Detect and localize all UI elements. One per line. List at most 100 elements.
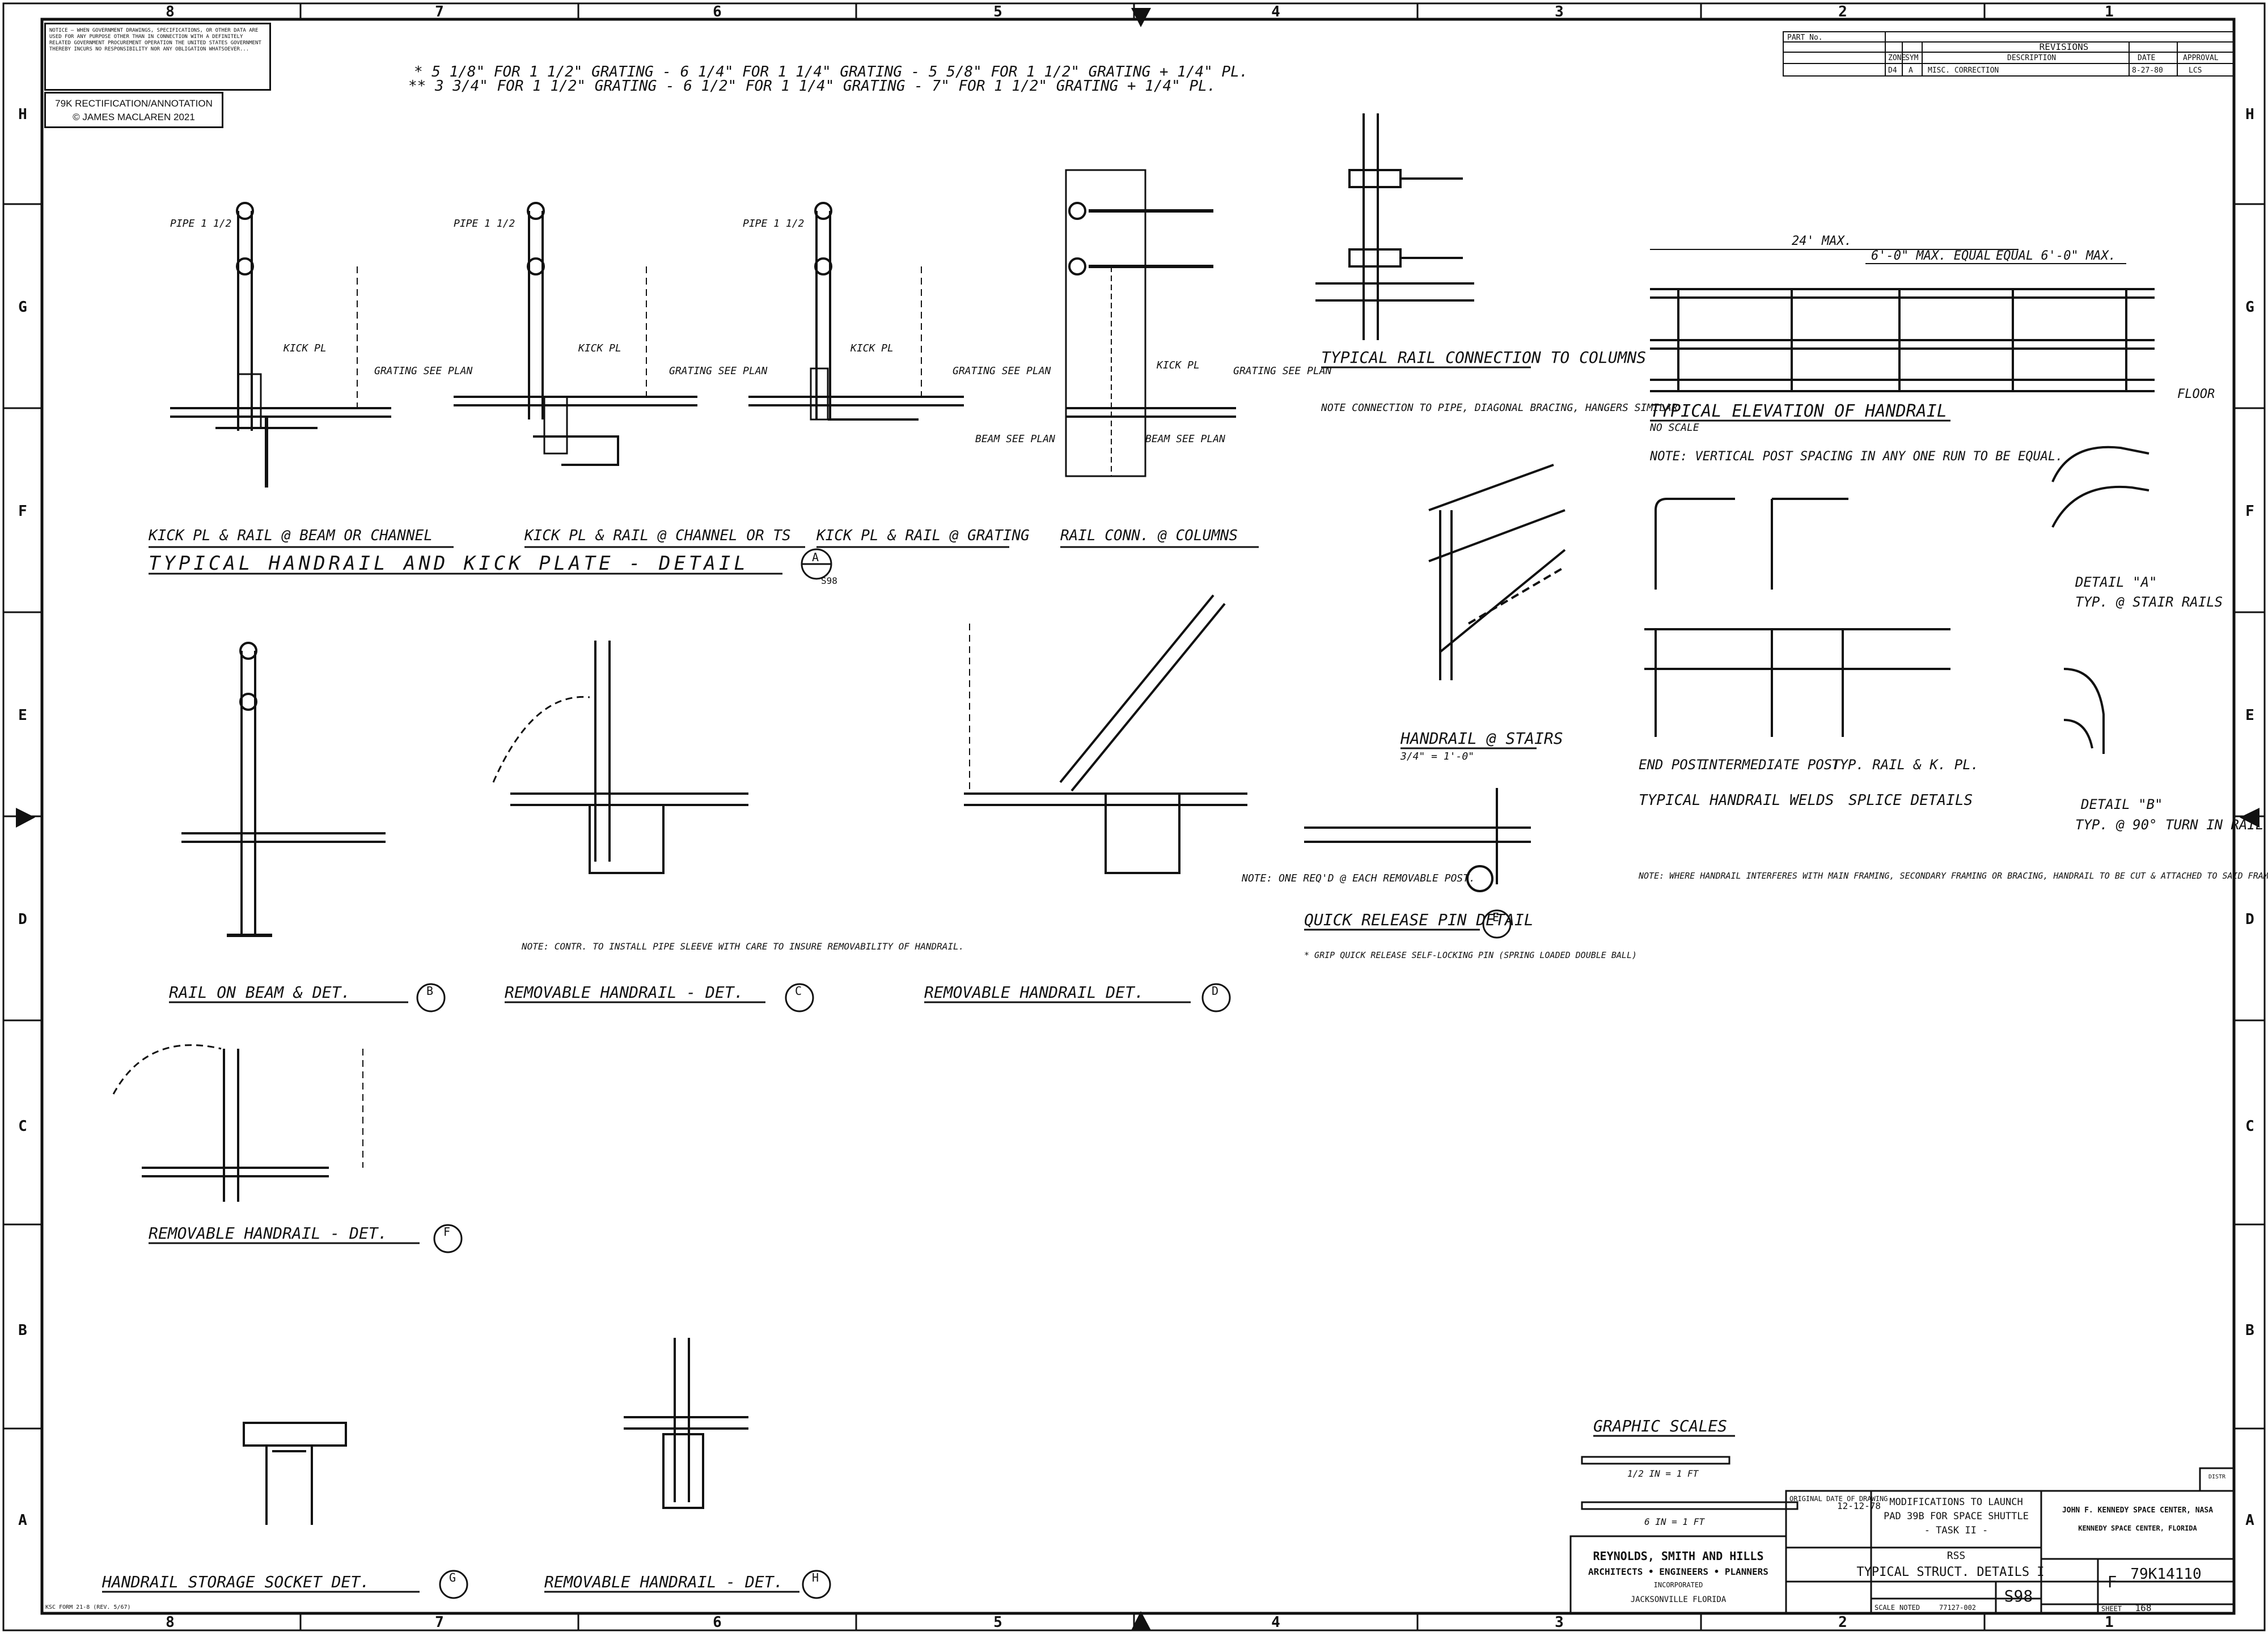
firm-city: JACKSONVILLE FLORIDA [1631, 1595, 1727, 1604]
end-post-label: END POST [1639, 757, 1705, 773]
qr-pin-title: QUICK RELEASE PIN DETAIL [1304, 910, 1534, 929]
row-label: E [18, 707, 27, 724]
drawing-linework [1068, 257, 1086, 276]
drawing-linework: B C D E [426, 910, 1499, 998]
col-label: 3 [1555, 3, 1564, 20]
drawing-linework [1315, 113, 1474, 340]
drawing-linework [492, 696, 590, 783]
drawing-linework [112, 1044, 363, 1202]
drawing-linework [1650, 249, 2155, 392]
col-label: 3 [1555, 1614, 1564, 1631]
stamp-line-2: © JAMES MACLAREN 2021 [73, 112, 195, 122]
grating-label: GRATING SEE PLAN [1233, 365, 1332, 377]
drawing-linework [239, 693, 257, 711]
drawing-linework [181, 594, 1531, 937]
stairs-scale: 3/4" = 1'-0" [1400, 751, 1474, 762]
drawing-linework [433, 1224, 463, 1253]
col-label: 8 [166, 1614, 175, 1631]
government-notice: NOTICE — WHEN GOVERNMENT DRAWINGS, SPECI… [44, 23, 271, 91]
project-line-1: MODIFICATIONS TO LAUNCH [1889, 1497, 2022, 1508]
drawing-linework [1068, 202, 1086, 220]
elev-equal: EQUAL 6'-0" MAX. [1996, 249, 2116, 263]
row-label: F [18, 503, 27, 520]
kick-label: KICK PL [850, 342, 894, 354]
row-label: G [18, 299, 27, 316]
col-label: 8 [166, 3, 175, 20]
part-no-label: PART No. [1787, 33, 1823, 42]
orig-date: 12-12-78 [1837, 1501, 1881, 1511]
firm-inc: INCORPORATED [1654, 1581, 1703, 1589]
rev-col: APPROVAL [2183, 54, 2219, 62]
tag-d: D [1212, 984, 1218, 998]
splice-title: SPLICE DETAILS [1848, 792, 1973, 809]
detail-a-sheet: S98 [821, 575, 837, 586]
tag-h: H [812, 1571, 819, 1584]
agency-sub: KENNEDY SPACE CENTER, FLORIDA [2078, 1524, 2197, 1532]
detail-title: KICK PL & RAIL @ BEAM OR CHANNEL [148, 527, 433, 544]
size-code: F [2108, 1573, 2117, 1591]
scale-2: 6 IN = 1 FT [1644, 1516, 1705, 1527]
drawing-linework: END POST INTERMEDIATE POST TYP. RAIL & K… [1638, 757, 2268, 881]
beam-label: BEAM SEE PLAN [1145, 433, 1225, 445]
top-note-2: ** 3 3/4" FOR 1 1/2" GRATING - 6 1/2" FO… [408, 78, 1216, 95]
drawing-linework: DETAIL "A" TYP. @ STAIR RAILS DETAIL "B"… [2075, 574, 2263, 833]
drawing-linework [149, 546, 1259, 580]
drawing-linework [236, 257, 254, 276]
scale-label: SCALE [1875, 1604, 1895, 1612]
drawing-linework [1065, 169, 1146, 477]
drawing-linework [243, 1338, 748, 1525]
drawing-linework: RAIL ON BEAM & DET. REMOVABLE HANDRAIL -… [169, 872, 1637, 1002]
detail-b2-title: DETAIL "B" [2080, 796, 2163, 812]
rev-col: DATE [2138, 54, 2155, 62]
drawing-linework [1439, 549, 1566, 653]
rev-approval: LCS [2189, 66, 2202, 75]
row-label: E [2245, 707, 2254, 724]
drawing-linework: 1/2 IN = 1 FT 6 IN = 1 FT [1627, 1468, 1705, 1527]
form-note: KSC FORM 21-8 (REV. 5/67) [45, 1604, 131, 1610]
tag-b: B [426, 984, 433, 998]
floor-label: FLOOR [2177, 387, 2215, 401]
drawing-linework: ORIGINAL DATE OF DRAWING 12-12-78 SHEET … [45, 1495, 2122, 1613]
detail-title: KICK PL & RAIL @ GRATING [816, 527, 1030, 544]
kick-label: KICK PL [1156, 359, 1200, 371]
row-label: D [18, 911, 27, 928]
drawing-linework [1655, 498, 1735, 590]
detail-title: KICK PL & RAIL @ CHANNEL OR TS [524, 527, 791, 544]
drawing-linework [1428, 464, 1566, 680]
distr-label: DISTR [2208, 1474, 2226, 1480]
drawing-linework [1131, 8, 1151, 27]
col-label: 7 [435, 1614, 444, 1631]
removable-f-title: REMOVABLE HANDRAIL - DET. [149, 1224, 387, 1243]
drawing-linework [2051, 485, 2149, 528]
drawing-linework [527, 257, 545, 276]
project-line-2: PAD 39B FOR SPACE SHUTTLE [1884, 1511, 2029, 1522]
stamp-line-1: 79K RECTIFICATION/ANNOTATION [55, 98, 213, 109]
col-label: 5 [993, 1614, 1002, 1631]
qr-note: NOTE: ONE REQ'D @ EACH REMOVABLE POST. [1241, 872, 1475, 884]
row-label: B [18, 1322, 27, 1339]
row-label: G [2245, 299, 2254, 316]
sheet-code: S98 [2004, 1587, 2033, 1605]
drawing-linework [169, 909, 1512, 1012]
rev-col: SYM [1905, 54, 1919, 62]
drawing-linework: * 5 1/8" FOR 1 1/2" GRATING - 6 1/4" FOR… [408, 63, 1248, 95]
firm-sub: ARCHITECTS • ENGINEERS • PLANNERS [1588, 1566, 1768, 1577]
drawing-linework [810, 367, 829, 421]
top-note-1: * 5 1/8" FOR 1 1/2" GRATING - 6 1/4" FOR… [414, 63, 1248, 80]
dwg-no: 79K14110 [2130, 1566, 2201, 1583]
drawing-linework [589, 804, 665, 874]
firm-name: REYNOLDS, SMITH AND HILLS [1593, 1549, 1763, 1563]
row-label: D [2245, 911, 2254, 928]
drawing-title: TYPICAL STRUCT. DETAILS I [1856, 1565, 2044, 1579]
row-label: A [18, 1512, 27, 1529]
drawing-linework [2051, 446, 2149, 482]
drawing-linework: 24' MAX. 6'-0" MAX. EQUAL EQUAL 6'-0" MA… [1649, 234, 2215, 464]
rev-date: 8-27-80 [2132, 66, 2163, 75]
drawing-linework [237, 373, 262, 429]
stairs-title: HANDRAIL @ STAIRS [1400, 729, 1563, 748]
column-markers [3, 3, 2265, 1630]
row-label: F [2245, 503, 2254, 520]
